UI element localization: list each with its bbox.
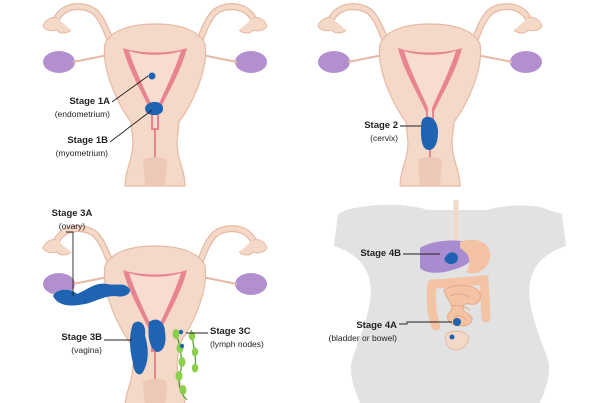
lymph-node (192, 364, 198, 373)
label-stage-3c: Stage 3C (lymph nodes) (210, 326, 270, 350)
lymph-node (180, 385, 187, 395)
body-silhouette (334, 205, 566, 403)
lymph-node (173, 329, 180, 339)
uterus-panel-stage-3 (43, 229, 267, 403)
label-stage-1a: Stage 1A (endometrium) (0, 96, 110, 120)
uterus-panel-stage-2 (318, 7, 542, 186)
lymph-node (192, 348, 198, 357)
label-stage-4b: Stage 4B (300, 248, 401, 260)
tumour-stage-1a (149, 73, 156, 80)
body-panel-stage-4 (334, 200, 566, 403)
tumour-stage-2 (421, 117, 438, 150)
label-stage-3b: Stage 3B (vagina) (0, 332, 102, 356)
lymph-node (179, 357, 186, 367)
label-stage-2: Stage 2 (cervix) (300, 120, 398, 144)
label-stage-4a: Stage 4A (bladder or bowel) (300, 320, 397, 344)
lymph-node (176, 371, 183, 381)
tumour-stage-4a (453, 318, 461, 326)
label-stage-1b: Stage 1B (myometrium) (0, 135, 108, 159)
label-stage-3a: Stage 3A (ovary) (36, 208, 108, 232)
